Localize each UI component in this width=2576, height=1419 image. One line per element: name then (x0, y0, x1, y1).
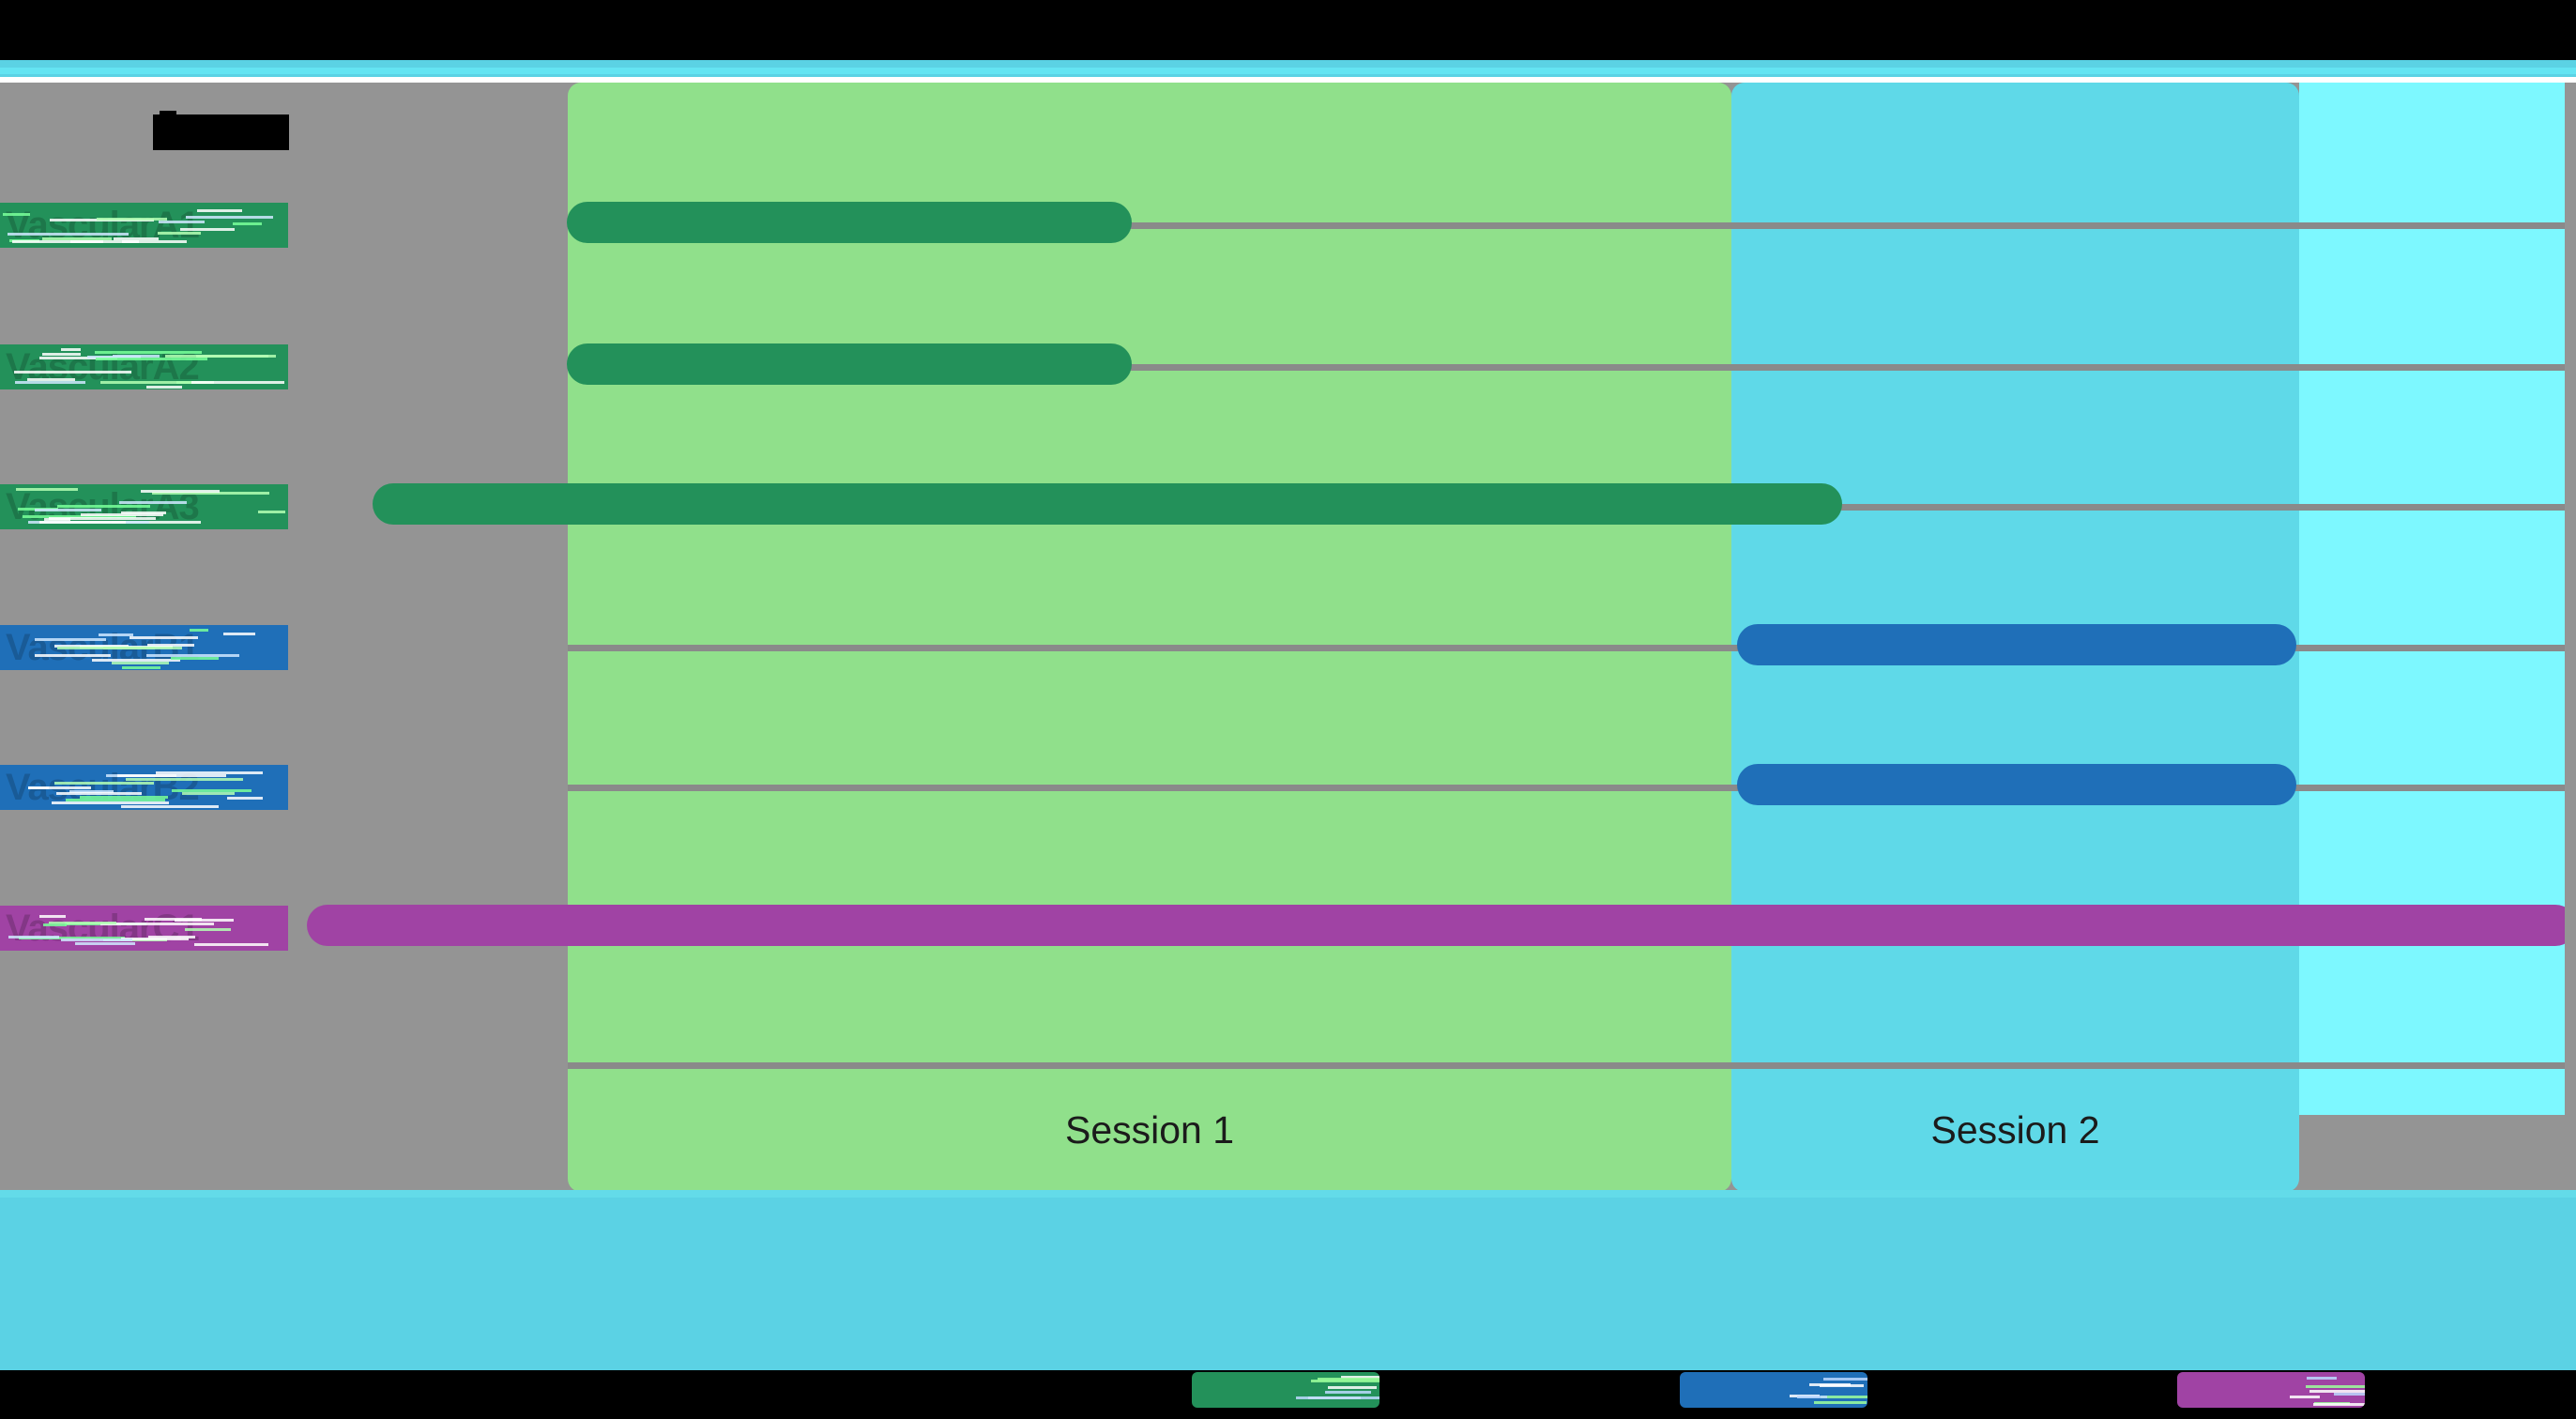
redaction-scanline (100, 923, 214, 925)
bar-vascularb1[interactable] (1737, 624, 2296, 665)
redaction-scanline (57, 505, 150, 508)
redaction-scanline (121, 805, 219, 808)
redaction-scanline (99, 633, 133, 636)
y-tick-label: VascularA2 (0, 344, 288, 389)
y-tick-label: VascularB2 (0, 765, 288, 810)
session-band-1: Session 1 (568, 83, 1731, 1192)
redaction-scanline (8, 233, 129, 236)
redaction-scanline (159, 221, 205, 223)
trailing-band (2299, 83, 2565, 1115)
redaction-scanline (80, 796, 168, 799)
bar-vascularb2[interactable] (1737, 764, 2296, 805)
redaction-scanline (81, 513, 163, 516)
legend-redaction-scanline (1328, 1386, 1377, 1389)
redaction-scanline (95, 351, 202, 354)
y-tick-label: VascularC1 (0, 906, 288, 951)
redaction-scanline (180, 228, 235, 231)
redaction-scanline (42, 353, 81, 356)
redaction-scanline (92, 659, 180, 662)
redaction-scanline (54, 782, 154, 785)
redaction-scanline (35, 509, 101, 511)
redaction-scanline (112, 662, 169, 664)
redaction-scanline (16, 488, 78, 491)
legend-redaction-scanline (2306, 1385, 2365, 1388)
redaction-scanline (258, 511, 285, 513)
y-tick-label: VascularA3 (0, 484, 288, 529)
bar-vascularc1[interactable] (307, 905, 2576, 946)
legend-redaction-scanline (1823, 1378, 1867, 1381)
redaction-scanline (3, 213, 30, 216)
session-band-label: Session 1 (568, 1108, 1731, 1152)
session-band-label: Session 2 (1731, 1108, 2299, 1152)
redaction-scanline (171, 657, 219, 660)
redaction-scanline (191, 381, 284, 384)
legend-redaction-scanline (1797, 1396, 1827, 1398)
redaction-scanline (119, 501, 187, 504)
redaction-scanline (223, 633, 255, 635)
legend-redaction-scanline (2307, 1377, 2337, 1380)
bar-vasculara3[interactable] (373, 483, 1842, 525)
redaction-scanline (39, 915, 66, 918)
redaction-scanline (141, 490, 220, 493)
redaction-scanline (61, 938, 132, 941)
redaction-scanline (117, 774, 226, 777)
redaction-scanline (28, 786, 91, 789)
redaction-scanline (35, 638, 106, 641)
redaction-scanline (182, 792, 235, 795)
chart-title-redacted-tick (160, 111, 176, 120)
legend-redaction-scanline (1325, 1391, 1371, 1394)
redaction-scanline (75, 942, 135, 945)
legend-redaction-scanline (1814, 1401, 1867, 1404)
redaction-scanline (8, 936, 59, 938)
redaction-scanline (197, 209, 242, 212)
redaction-scanline (12, 240, 103, 243)
redaction-scanline (122, 666, 160, 669)
redaction-scanline (57, 647, 155, 649)
legend-redaction-scanline (1296, 1396, 1379, 1399)
bar-vasculara2[interactable] (567, 343, 1132, 385)
redaction-scanline (146, 386, 182, 389)
legend-redaction-scanline (2313, 1403, 2365, 1406)
legend-redaction-scanline (2290, 1396, 2320, 1398)
redaction-scanline (190, 629, 208, 632)
redaction-scanline (14, 371, 131, 374)
redaction-scanline (194, 943, 268, 946)
redaction-scanline (43, 923, 67, 926)
redaction-scanline (52, 801, 169, 804)
redaction-scanline (15, 381, 85, 384)
redaction-scanline (56, 792, 142, 795)
legend-item-2[interactable] (1680, 1372, 1867, 1408)
y-tick-label: VascularB1 (0, 625, 288, 670)
legend-redaction-scanline (1821, 1396, 1867, 1398)
right-gutter (2565, 83, 2576, 1192)
legend-redaction-scanline (2334, 1393, 2365, 1396)
y-tick-label: VascularA1 (0, 203, 288, 248)
redaction-scanline (172, 789, 252, 792)
redaction-scanline (96, 358, 207, 360)
redaction-scanline (126, 778, 243, 781)
plot-area: Session 1Session 2 VascularA1VascularA2V… (0, 83, 2576, 1198)
redaction-scanline (145, 918, 202, 921)
redaction-scanline (186, 216, 273, 219)
redaction-scanline (158, 232, 201, 235)
legend-item-3[interactable] (2177, 1372, 2365, 1408)
redaction-scanline (233, 222, 262, 225)
grid-line-top (1131, 222, 2565, 228)
grid-line (568, 1062, 2565, 1069)
bar-vasculara1[interactable] (567, 202, 1132, 243)
redaction-scanline (130, 636, 198, 639)
redaction-scanline (227, 797, 263, 800)
legend-redaction-scanline (1820, 1384, 1864, 1387)
redaction-scanline (61, 348, 81, 351)
redaction-scanline (97, 218, 167, 221)
redaction-scanline (39, 521, 126, 524)
redaction-scanline (185, 928, 231, 931)
legend-item-1[interactable] (1192, 1372, 1379, 1408)
redaction-scanline (35, 654, 111, 657)
top-accent-strip-inner (0, 68, 2576, 74)
bottom-panel (0, 1198, 2576, 1370)
legend-redaction-scanline (1318, 1378, 1379, 1381)
